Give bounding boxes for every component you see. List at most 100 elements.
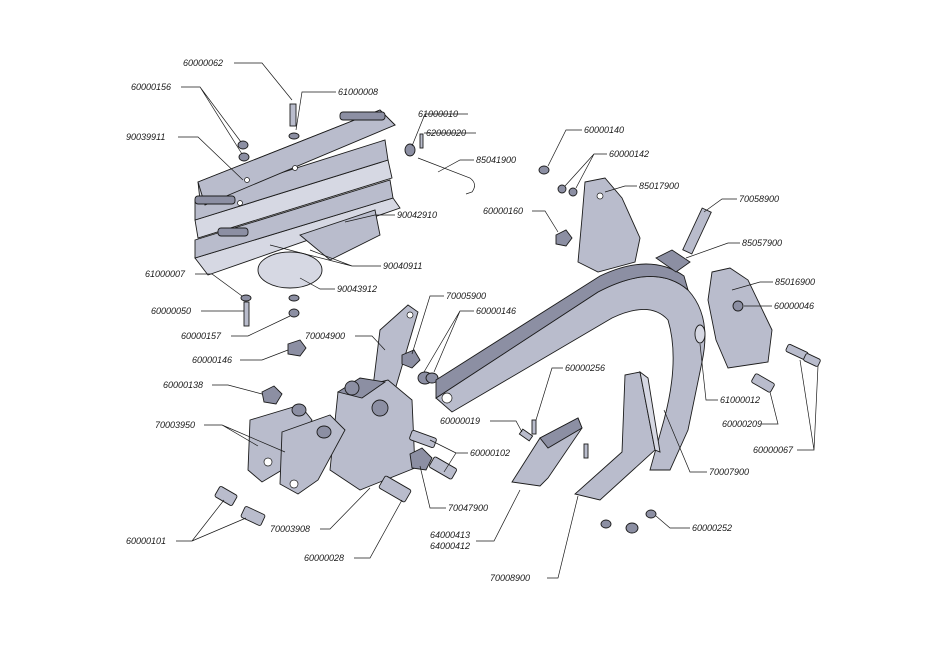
part-label: 60000209: [722, 419, 762, 429]
leader-p40: [699, 343, 718, 401]
leader-p25: [490, 420, 523, 433]
shield-hole-1: [244, 177, 250, 183]
bracket-boss: [371, 399, 389, 417]
point-shin: [511, 370, 661, 534]
nut-70047900: [409, 447, 433, 471]
clamp-hole-b: [289, 479, 299, 489]
nut-146-left: [287, 339, 307, 357]
part-label: 60000160: [483, 206, 523, 216]
part-label: 90040911: [383, 261, 422, 271]
washer-157: [288, 294, 300, 302]
nut-146-right: [425, 372, 439, 384]
bolt-60000102: [429, 456, 457, 480]
shield-disc: [257, 251, 323, 289]
shin-70008900-edge: [639, 370, 661, 453]
part-label: 61000010: [418, 109, 458, 119]
leader-p16: [423, 310, 474, 373]
leader-p04: [178, 136, 244, 181]
nut-60000252-a: [600, 519, 612, 529]
leader-p42: [797, 359, 819, 451]
clamps: [214, 385, 457, 526]
part-label: 85057900: [742, 238, 782, 248]
curved-shank: [435, 263, 706, 471]
nut-70005900-a: [401, 349, 421, 369]
leader-p09: [269, 244, 381, 267]
bolt-top: [289, 103, 297, 127]
bolt-60000209: [751, 373, 775, 393]
leader-p13: [231, 315, 291, 337]
leader-p08: [344, 214, 395, 223]
part-label: 64000412: [430, 541, 470, 551]
washer-61000010: [404, 143, 416, 157]
bolt-60000019: [518, 428, 534, 442]
bolt-shin-small: [583, 443, 589, 459]
upper-right-brackets: [538, 165, 821, 393]
part-label: 60000140: [584, 125, 624, 135]
leader-p02: [295, 91, 336, 131]
part-label: 60000146: [192, 355, 232, 365]
leader-p14: [240, 349, 289, 361]
shield-hardware: [237, 103, 475, 357]
leader-p17: [355, 335, 386, 351]
bolt-60000101-b: [240, 506, 266, 526]
nut-60000140: [538, 165, 550, 175]
leader-p31: [663, 409, 707, 473]
shank-pivot: [441, 392, 453, 404]
nut-156-a: [237, 140, 249, 150]
leader-p19: [204, 424, 286, 453]
part-label: 60000252: [692, 523, 732, 533]
part-label: 70005900: [446, 291, 486, 301]
spring-bolt-70058900: [682, 207, 712, 255]
bracket-85017900: [577, 177, 641, 273]
leader-p20: [176, 499, 247, 542]
leader-p27: [476, 489, 521, 542]
nut-60000138: [261, 385, 283, 405]
bracket-85017900-hole: [596, 192, 604, 200]
part-label: 60000050: [151, 306, 191, 316]
bracket-85016900: [707, 267, 773, 369]
clamp-nut-b: [316, 425, 332, 439]
part-label: 70007900: [709, 467, 749, 477]
part-label: 60000256: [565, 363, 605, 373]
part-label: 60000019: [440, 416, 480, 426]
shin-70008900: [574, 371, 656, 501]
leader-p41: [762, 391, 779, 425]
leader-p18: [212, 384, 263, 395]
nut-60000160: [555, 229, 573, 247]
point-64000412: [539, 417, 583, 449]
leader-p05: [411, 113, 468, 147]
part-label: 60000046: [774, 301, 814, 311]
leader-p22: [354, 499, 403, 559]
shield-hole-2: [292, 165, 298, 171]
bolt-lower-left: [243, 301, 250, 327]
part-label: 61000007: [145, 269, 186, 279]
part-label: 90039911: [126, 132, 165, 142]
part-label: 85016900: [775, 277, 815, 287]
bracket-boss-2: [344, 380, 360, 396]
bolt-60000028: [378, 475, 412, 503]
leader-p32: [547, 129, 582, 167]
bolt-60000101-a: [214, 486, 238, 506]
hinge-pin-top: [339, 111, 386, 121]
leader-p21: [320, 487, 371, 530]
washer-61000012: [694, 324, 706, 344]
part-label: 90043912: [337, 284, 377, 294]
part-label: 70058900: [739, 194, 779, 204]
washer-lower: [240, 294, 252, 302]
leader-p26: [535, 367, 563, 421]
part-label: 60000146: [476, 306, 516, 316]
leader-p37: [685, 242, 740, 259]
leader-p34: [604, 185, 637, 193]
leader-lines: [176, 62, 819, 579]
leader-p01: [234, 62, 293, 101]
nut-60000252-c: [645, 509, 657, 519]
clamp-hole-a: [263, 457, 273, 467]
part-label: 62000020: [426, 128, 466, 138]
part-label: 70008900: [490, 573, 530, 583]
nut-60000252-b: [625, 522, 639, 534]
leader-p07: [437, 159, 474, 173]
shield-hole-3: [237, 200, 243, 206]
part-label: 60000062: [183, 58, 223, 68]
pin-62000020: [419, 133, 424, 149]
